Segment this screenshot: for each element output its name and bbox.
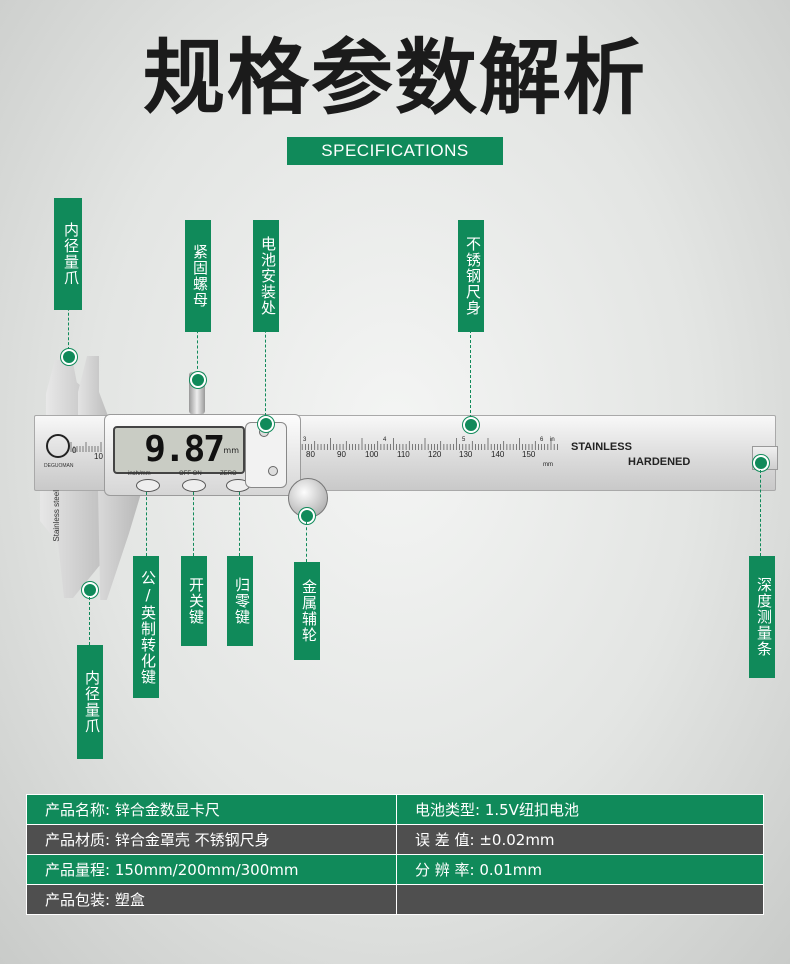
spec-cell: 电池类型: 1.5V纽扣电池 [396,794,764,825]
table-row: 产品量程: 150mm/200mm/300mm 分 辨 率: 0.01mm [26,854,764,885]
stamp-hardened: HARDENED [628,456,691,468]
callout-line [265,320,266,416]
callout-line [89,597,90,645]
callout-line [197,320,198,374]
callout-dot [753,455,769,471]
label-inner-jaw-bottom: 内径量爪 [77,645,103,759]
side-stamp: Stainless steel [52,490,61,542]
power-button[interactable] [182,479,206,492]
spec-cell: 产品材质: 锌合金罩壳 不锈钢尺身 [26,824,397,855]
zero-button-label: ZERO [220,471,237,477]
stamp-stainless: STAINLESS [571,441,632,453]
in-label: in [550,437,555,443]
table-row: 产品包装: 塑盒 [26,884,764,915]
label-unit-switch: 公/英制转化键 [133,556,159,698]
tick-label: 0 [72,446,77,455]
callout-dot [463,417,479,433]
label-ruler-body: 不锈钢尺身 [458,220,484,332]
label-inner-jaw-top: 内径量爪 [54,198,82,310]
callout-line [146,492,147,556]
unit-button-label: inch/mm [128,471,151,477]
spec-cell [396,884,764,915]
callout-dot [190,372,206,388]
label-battery: 电池安装处 [253,220,279,332]
power-button-label: OFF ON [179,471,202,477]
callout-line [760,470,761,556]
callout-line [239,492,240,556]
page-subtitle: SPECIFICATIONS [287,137,503,165]
table-row: 产品材质: 锌合金罩壳 不锈钢尺身 误 差 值: ±0.02mm [26,824,764,855]
inch-tick-label: 4 [383,437,387,443]
tick-label: 140 [491,450,505,459]
display-unit: mm [223,446,239,455]
callout-dot [299,508,315,524]
mm-label: mm [543,462,553,468]
tick-label: 130 [459,450,473,459]
tick-label: 120 [428,450,442,459]
inch-tick-label: 3 [303,437,307,443]
callout-line [306,522,307,562]
spec-table: 产品名称: 锌合金数显卡尺 电池类型: 1.5V纽扣电池 产品材质: 锌合金罩壳… [26,794,764,915]
tick-label: 10 [94,452,103,461]
label-depth-rod: 深度测量条 [749,556,775,678]
tick-label: 100 [365,450,379,459]
brand-text: DEGUOMAN [44,463,74,469]
tick-label: 90 [337,450,346,459]
unit-switch-button[interactable] [136,479,160,492]
callout-line [193,492,194,556]
callout-dot [82,582,98,598]
tick-label: 150 [522,450,536,459]
inch-tick-label: 6 [540,437,544,443]
callout-line [470,320,471,418]
ruler-ticks [70,438,558,452]
display-value: 9.87 [144,429,225,470]
tick-label: 80 [306,450,315,459]
spec-cell: 分 辨 率: 0.01mm [396,854,764,885]
callout-dot [258,416,274,432]
inch-tick-label: 5 [462,437,466,443]
label-thumb-wheel: 金属辅轮 [294,562,320,660]
lcd-display: 9.87 mm [113,426,245,474]
callout-dot [61,349,77,365]
label-zero: 归零键 [227,556,253,646]
inner-jaw-moving [78,356,108,416]
table-row: 产品名称: 锌合金数显卡尺 电池类型: 1.5V纽扣电池 [26,794,764,825]
spec-cell: 产品名称: 锌合金数显卡尺 [26,794,397,825]
screw-icon [268,466,278,476]
label-power: 开关键 [181,556,207,646]
callout-line [68,298,69,350]
tick-label: 110 [397,450,410,459]
spec-cell: 产品量程: 150mm/200mm/300mm [26,854,397,885]
brand-logo-icon [46,434,70,458]
spec-cell: 产品包装: 塑盒 [26,884,397,915]
spec-cell: 误 差 值: ±0.02mm [396,824,764,855]
page-title: 规格参数解析 [142,31,647,126]
label-lock-screw: 紧固螺母 [185,220,211,332]
